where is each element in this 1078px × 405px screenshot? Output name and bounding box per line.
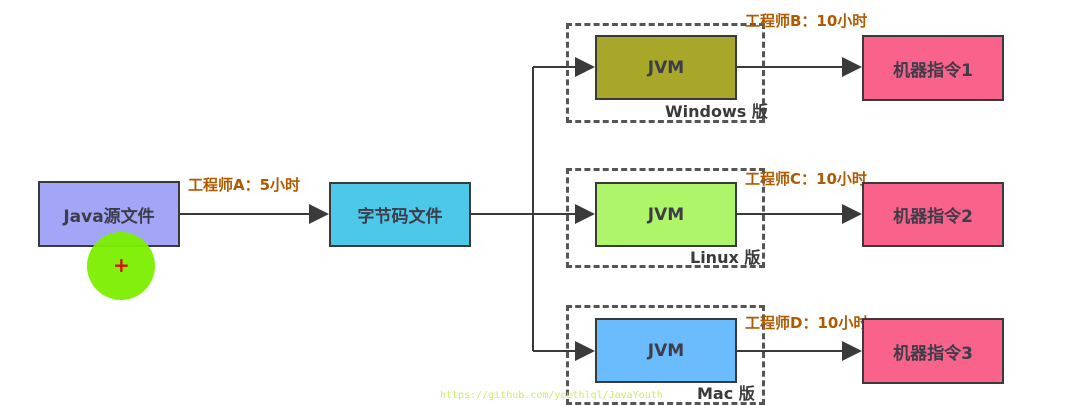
jvm-windows-box: JVM	[595, 35, 737, 100]
engineer-a-label: 工程师A：5小时	[188, 176, 301, 194]
cursor-highlight: +	[87, 232, 155, 300]
linux-label: Linux 版	[690, 248, 761, 267]
bytecode-box: 字节码文件	[329, 182, 471, 247]
windows-group	[566, 23, 765, 123]
engineer-c-label: 工程师C：10小时	[745, 170, 867, 188]
linux-group	[566, 168, 765, 268]
machine-code-1-box: 机器指令1	[862, 35, 1004, 101]
engineer-b-label: 工程师B：10小时	[745, 12, 868, 30]
machine-code-2-box: 机器指令2	[862, 182, 1004, 247]
mac-label: Mac 版	[697, 384, 755, 403]
watermark: https://github.com/youthlql/JavaYouth	[440, 390, 663, 401]
cursor-crosshair-icon: +	[113, 253, 130, 277]
windows-label: Windows 版	[665, 102, 768, 121]
jvm-mac-box: JVM	[595, 318, 737, 383]
jvm-linux-box: JVM	[595, 182, 737, 247]
engineer-d-label: 工程师D：10小时	[745, 314, 869, 332]
machine-code-3-box: 机器指令3	[862, 318, 1004, 384]
